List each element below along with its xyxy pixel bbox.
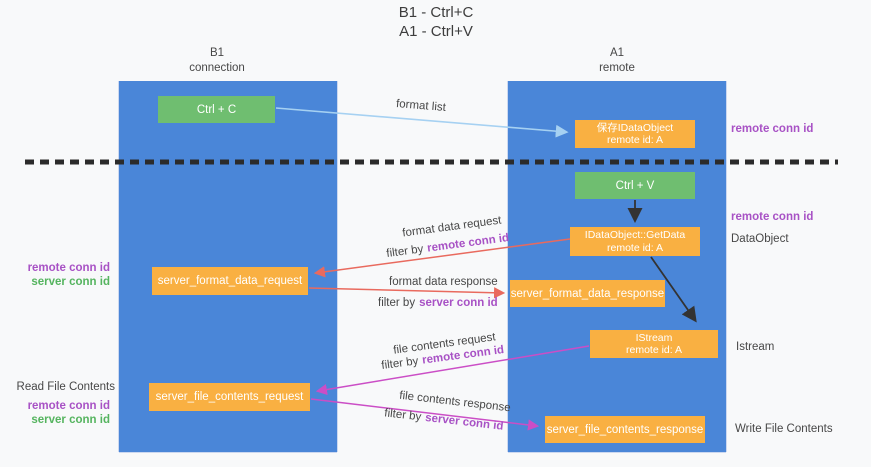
node-save-idataobject: 保存IDataObject remote id: A [575, 120, 695, 148]
title-line-1: B1 - Ctrl+C [398, 4, 474, 21]
node-ctrl-c-label: Ctrl + C [196, 103, 237, 116]
node-ctrl-c: Ctrl + C [158, 96, 275, 123]
format-data-response-arrow [308, 287, 506, 299]
getdata-to-istream-arrow [650, 256, 697, 323]
actor-b1-subtitle: connection [189, 61, 245, 74]
actor-b1-name: B1 [209, 47, 225, 59]
node-save-idataobject-line1: 保存IDataObject [596, 121, 674, 134]
title-line-2: A1 - Ctrl+V [399, 23, 473, 40]
node-server-format-data-response: server_format_data_response [510, 280, 665, 307]
right-write-file-contents: Write File Contents [735, 423, 833, 435]
actor-a1-header: A1 remote [557, 46, 677, 75]
node-istream-line1: IStream [635, 331, 673, 344]
left-format-remote-conn-id: remote conn id [27, 262, 110, 274]
label-format-data-response: format data response [389, 276, 498, 288]
node-istream: IStream remote id: A [590, 330, 718, 358]
node-istream-line2: remote id: A [625, 344, 683, 356]
format-list-arrow [275, 107, 569, 138]
node-server-file-contents-request: server_file_contents_request [149, 383, 310, 411]
right-top-remote-conn-id: remote conn id [731, 123, 814, 135]
node-server-format-data-request: server_format_data_request [152, 267, 308, 295]
right-dataobject-label: DataObject [731, 233, 789, 245]
node-ctrl-v: Ctrl + V [575, 172, 695, 199]
right-istream-label: Istream [736, 341, 775, 353]
server-conn-id-text: server conn id [419, 297, 498, 309]
left-file-remote-conn-id: remote conn id [27, 400, 110, 412]
left-read-file-contents: Read File Contents [16, 381, 115, 393]
file-contents-response-arrow [310, 398, 540, 431]
node-server-file-contents-request-label: server_file_contents_request [155, 391, 304, 403]
filter-by-text: filter by [378, 297, 416, 309]
diagram-title: B1 - Ctrl+C A1 - Ctrl+V [336, 3, 536, 41]
node-getdata-line2: remote id: A [606, 241, 664, 254]
right-mid-remote-conn-id: remote conn id [731, 211, 814, 223]
node-server-file-contents-response-label: server_file_contents_response [546, 423, 704, 436]
actor-a1-subtitle: remote [599, 61, 635, 74]
actor-a1-name: A1 [609, 47, 625, 59]
actor-b1-header: B1 connection [157, 46, 277, 75]
node-getdata: IDataObject::GetData remote id: A [570, 227, 700, 256]
node-server-format-data-request-label: server_format_data_request [157, 275, 303, 287]
node-server-file-contents-response: server_file_contents_response [545, 416, 705, 443]
left-file-server-conn-id: server conn id [31, 414, 110, 426]
node-save-idataobject-line2: remote id: A [606, 134, 664, 146]
left-format-server-conn-id: server conn id [31, 276, 110, 288]
node-ctrl-v-label: Ctrl + V [615, 179, 655, 192]
format-data-request-arrow [313, 238, 571, 278]
node-server-format-data-response-label: server_format_data_response [510, 287, 665, 300]
file-contents-request-arrow [315, 345, 590, 396]
node-getdata-line1: IDataObject::GetData [584, 229, 686, 241]
